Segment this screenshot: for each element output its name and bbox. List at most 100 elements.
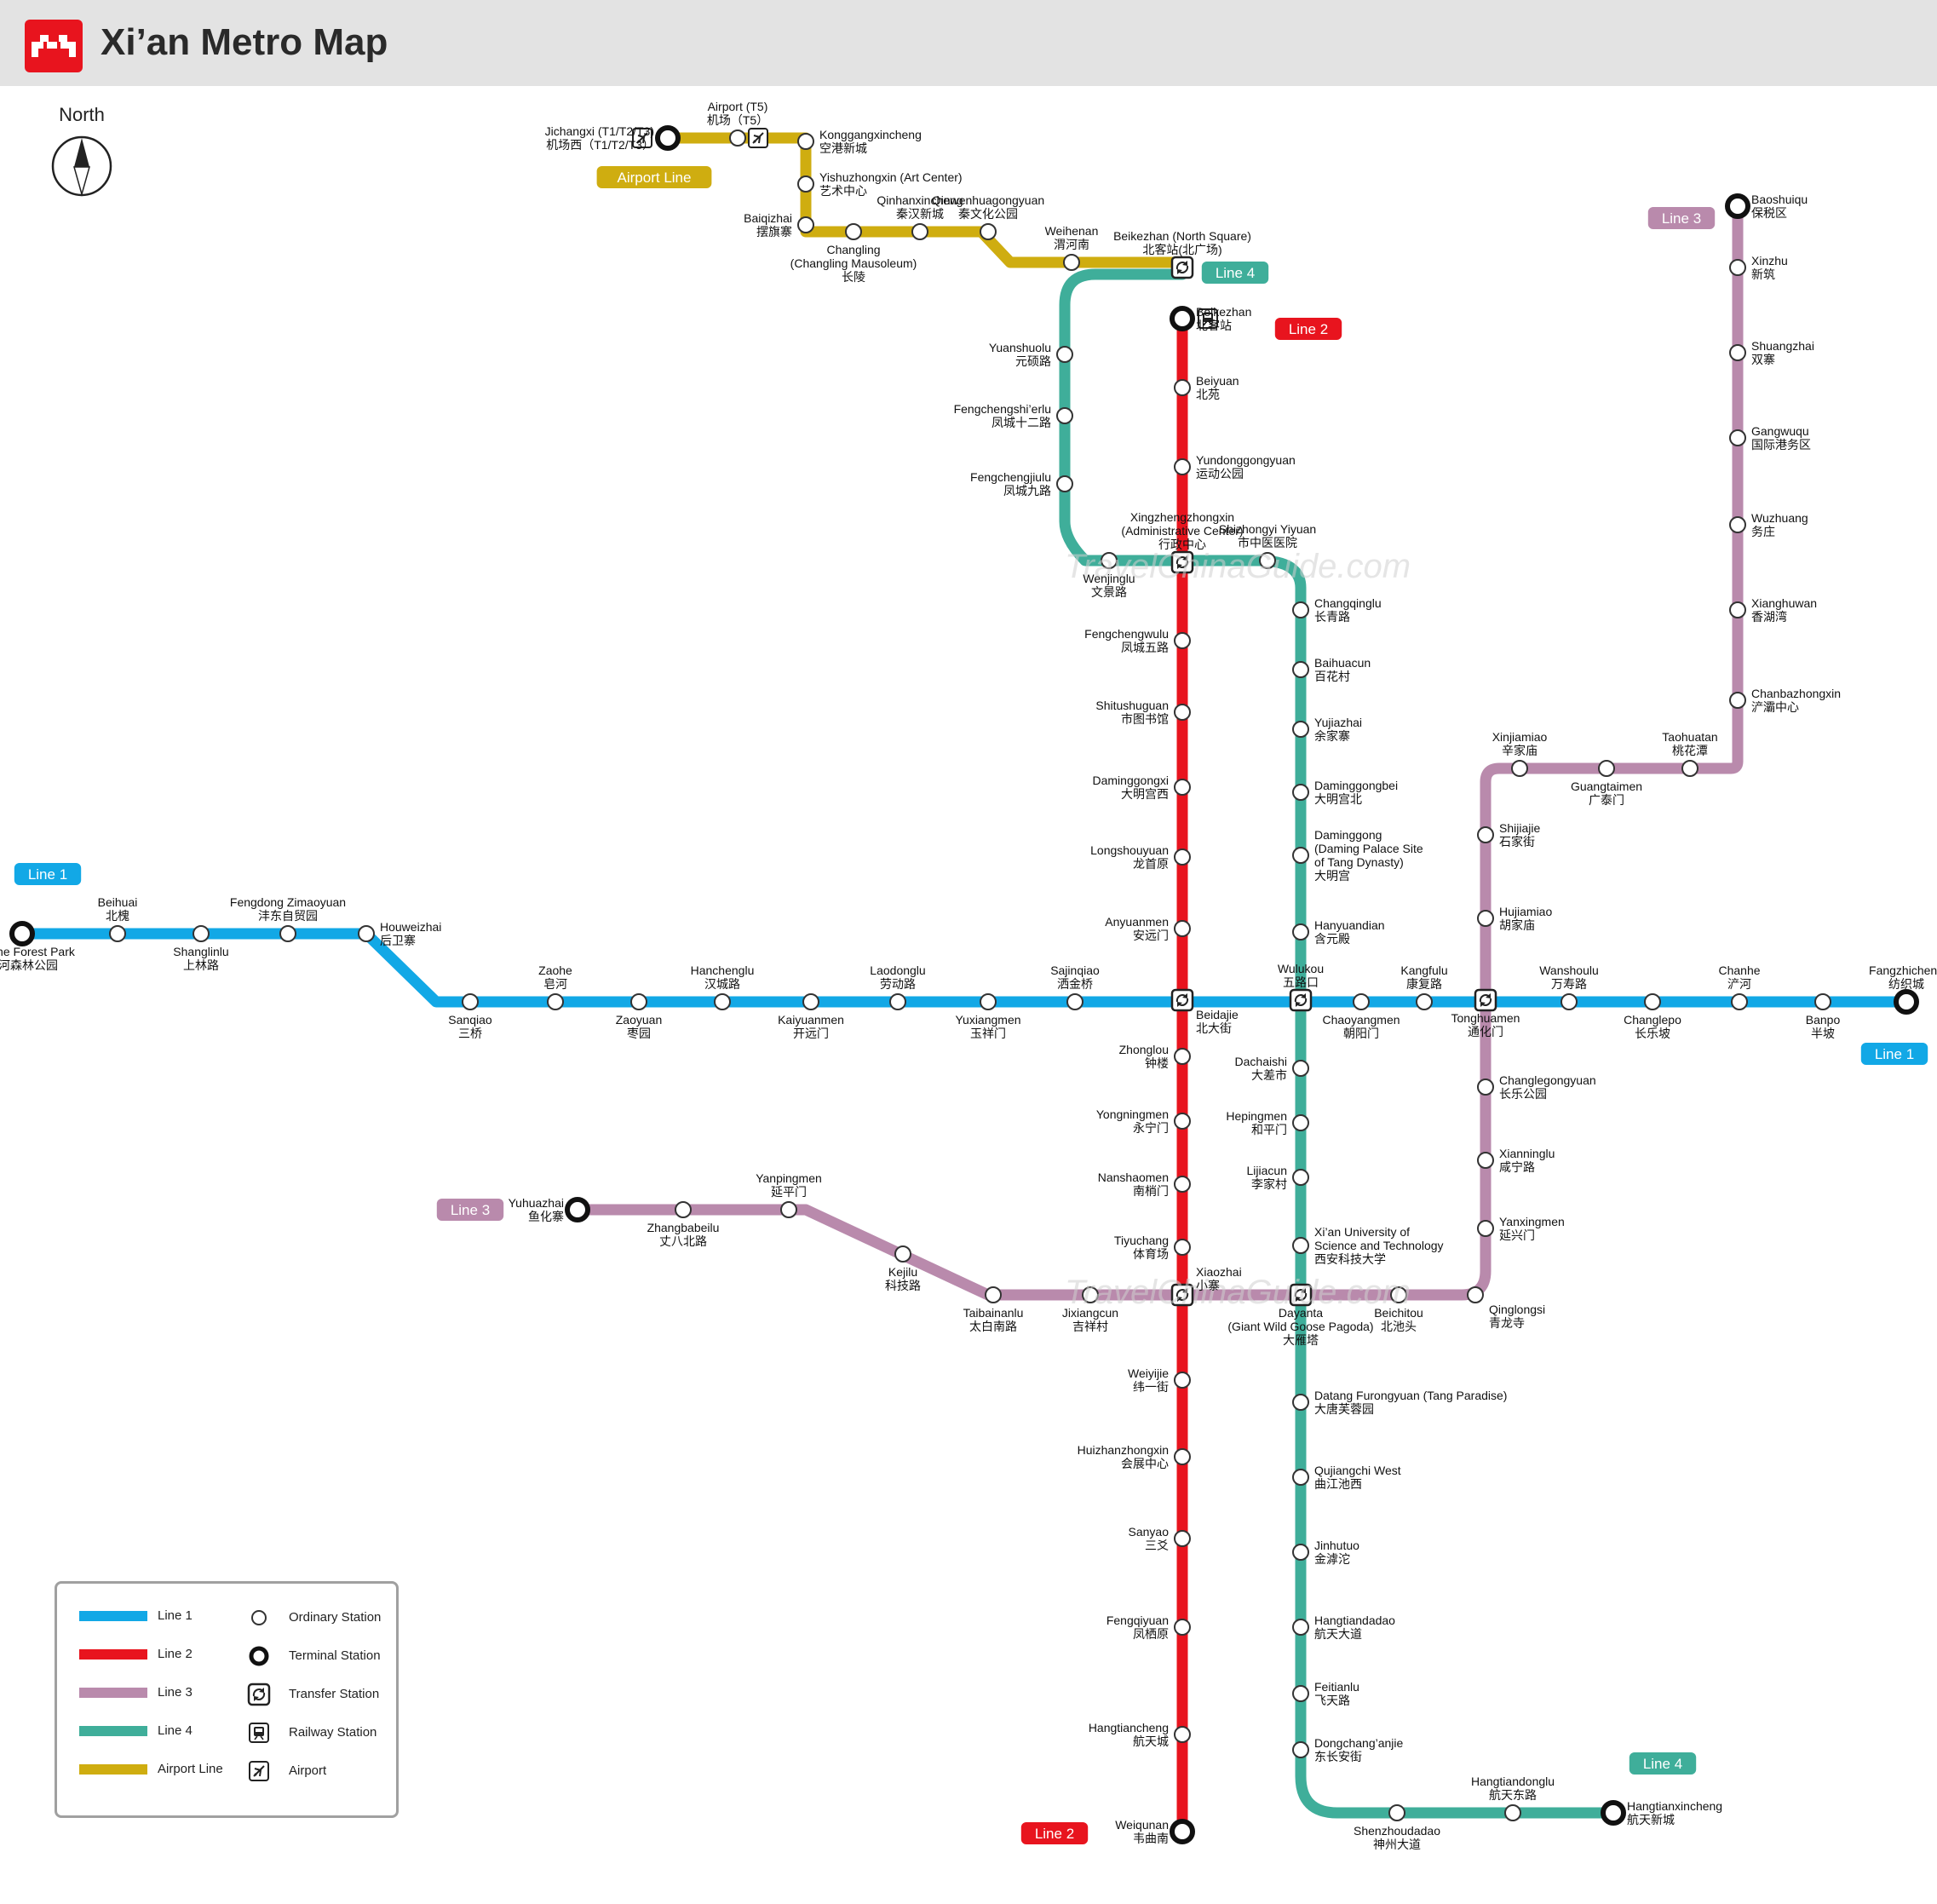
station-konggangxincheng[interactable] — [797, 133, 814, 150]
station-jichangxi-t1-t2-t3[interactable] — [655, 125, 681, 151]
station-xianghuwan[interactable] — [1729, 601, 1746, 618]
station-chanhe[interactable] — [1731, 993, 1748, 1010]
station-zaoyuan[interactable] — [630, 993, 647, 1010]
station-tiyuchang[interactable] — [1174, 1239, 1191, 1256]
station-yanpingmen[interactable] — [780, 1201, 797, 1218]
station-yuanshuolu[interactable] — [1056, 346, 1073, 363]
station-sanqiao[interactable] — [462, 993, 479, 1010]
station-dayanta[interactable] — [1289, 1283, 1313, 1307]
station-yundonggongyuan[interactable] — [1174, 458, 1191, 475]
station-kangfulu[interactable] — [1416, 993, 1433, 1010]
station-nanshaomen[interactable] — [1174, 1176, 1191, 1193]
station-hangtiancheng[interactable] — [1174, 1726, 1191, 1743]
station-chanbazhongxin[interactable] — [1729, 692, 1746, 709]
station-yishuzhongxin-art-center[interactable] — [797, 175, 814, 193]
station-fenghe-forest-park[interactable] — [9, 921, 35, 946]
station-beikezhan-north-square[interactable] — [1170, 256, 1194, 279]
station-yuxiangmen[interactable] — [980, 993, 997, 1010]
station-daminggongxi[interactable] — [1174, 779, 1191, 796]
station-wuzhuang[interactable] — [1729, 516, 1746, 533]
station-fengqiyuan[interactable] — [1174, 1619, 1191, 1636]
station-hepingmen[interactable] — [1292, 1114, 1309, 1131]
station-shizhongyi-yiyuan[interactable] — [1259, 552, 1276, 569]
station-qinhanxincheng[interactable] — [911, 223, 928, 240]
station-dongchang-anjie[interactable] — [1292, 1741, 1309, 1758]
station-yujiazhai[interactable] — [1292, 721, 1309, 738]
station-changqinglu[interactable] — [1292, 601, 1309, 618]
station-yongningmen[interactable] — [1174, 1113, 1191, 1130]
station-qinglongsi[interactable] — [1467, 1286, 1484, 1303]
station-fengdong-zimaoyuan[interactable] — [279, 925, 296, 942]
station-baiqizhai[interactable] — [797, 216, 814, 233]
station-changlegongyuan[interactable] — [1477, 1079, 1494, 1096]
station-fengchengwulu[interactable] — [1174, 632, 1191, 649]
station-huizhanzhongxin[interactable] — [1174, 1448, 1191, 1465]
station-qinwenhuagongyuan[interactable] — [980, 223, 997, 240]
station-feitianlu[interactable] — [1292, 1685, 1309, 1702]
station-tonghuamen[interactable] — [1474, 988, 1497, 1012]
station-yuhuazhai[interactable] — [565, 1197, 590, 1222]
station-fengchengshi-erlu[interactable] — [1056, 407, 1073, 424]
station-hangtianxincheng[interactable] — [1601, 1800, 1626, 1826]
station-airport-t5[interactable] — [729, 129, 746, 147]
station-gangwuqu[interactable] — [1729, 429, 1746, 446]
station-xinzhu[interactable] — [1729, 259, 1746, 276]
station-xianninglu[interactable] — [1477, 1152, 1494, 1169]
station-kaiyuanmen[interactable] — [802, 993, 819, 1010]
station-fengchengjiulu[interactable] — [1056, 475, 1073, 492]
station-longshouyuan[interactable] — [1174, 848, 1191, 866]
station-hujiamiao[interactable] — [1477, 910, 1494, 927]
station-shanglinlu[interactable] — [193, 925, 210, 942]
station-taohuatan[interactable] — [1681, 760, 1698, 777]
station-guangtaimen[interactable] — [1598, 760, 1615, 777]
station-datang-furongyuan-tang-paradise[interactable] — [1292, 1394, 1309, 1411]
station-beihuai[interactable] — [109, 925, 126, 942]
station-hanyuandian[interactable] — [1292, 923, 1309, 940]
station-weihenan[interactable] — [1063, 254, 1080, 271]
station-zhangbabeilu[interactable] — [675, 1201, 692, 1218]
station-jinhutuo[interactable] — [1292, 1544, 1309, 1561]
station-changling[interactable] — [845, 223, 862, 240]
station-jixiangcun[interactable] — [1082, 1286, 1099, 1303]
station-baoshuiqu[interactable] — [1725, 193, 1750, 219]
station-xinjiamiao[interactable] — [1511, 760, 1528, 777]
station-sanyao[interactable] — [1174, 1530, 1191, 1547]
station-chaoyangmen[interactable] — [1353, 993, 1370, 1010]
station-baihuacun[interactable] — [1292, 661, 1309, 678]
station-houweizhai[interactable] — [358, 925, 375, 942]
station-changlepo[interactable] — [1644, 993, 1661, 1010]
station-daminggong[interactable] — [1292, 847, 1309, 864]
station-shenzhoudadao[interactable] — [1388, 1804, 1405, 1821]
station-wenjinglu[interactable] — [1101, 552, 1118, 569]
station-kejilu[interactable] — [894, 1245, 911, 1263]
station-lijiacun[interactable] — [1292, 1169, 1309, 1186]
station-weiqunan[interactable] — [1170, 1819, 1195, 1844]
station-shijiajie[interactable] — [1477, 826, 1494, 843]
station-weiyijie[interactable] — [1174, 1372, 1191, 1389]
station-zhonglou[interactable] — [1174, 1048, 1191, 1065]
station-qujiangchi-west[interactable] — [1292, 1469, 1309, 1486]
station-anyuanmen[interactable] — [1174, 920, 1191, 937]
station-wulukou[interactable] — [1289, 988, 1313, 1012]
station-banpo[interactable] — [1814, 993, 1831, 1010]
station-hangtiandadao[interactable] — [1292, 1619, 1309, 1636]
station-fangzhicheng[interactable] — [1894, 989, 1919, 1015]
station-laodonglu[interactable] — [889, 993, 906, 1010]
station-yanxingmen[interactable] — [1477, 1220, 1494, 1237]
station-hangtiandonglu[interactable] — [1504, 1804, 1521, 1821]
station-zaohe[interactable] — [547, 993, 564, 1010]
station-xingzhengzhongxin[interactable] — [1170, 550, 1194, 574]
station-beidajie[interactable] — [1170, 988, 1194, 1012]
station-wanshoulu[interactable] — [1561, 993, 1578, 1010]
station-beiyuan[interactable] — [1174, 379, 1191, 396]
station-taibainanlu[interactable] — [985, 1286, 1002, 1303]
station-xiaozhai[interactable] — [1170, 1283, 1194, 1307]
station-beichitou[interactable] — [1390, 1286, 1407, 1303]
station-shuangzhai[interactable] — [1729, 344, 1746, 361]
station-hanchenglu[interactable] — [714, 993, 731, 1010]
station-xi-an-university-of[interactable] — [1292, 1237, 1309, 1254]
station-shitushuguan[interactable] — [1174, 704, 1191, 721]
station-beikezhan[interactable] — [1170, 306, 1195, 331]
station-dachaishi[interactable] — [1292, 1060, 1309, 1077]
